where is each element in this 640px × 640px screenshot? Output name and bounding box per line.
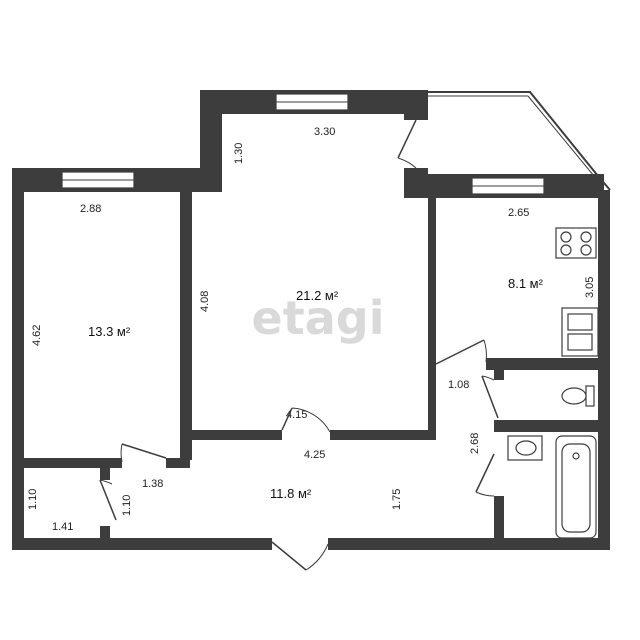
dim-closet-depth-side: 1.10 bbox=[121, 495, 133, 516]
area-labels: 21.2 м² 13.3 м² 8.1 м² 11.8 м² bbox=[88, 276, 544, 501]
toilet-bottom-wall bbox=[494, 420, 610, 432]
closet-wall-top bbox=[100, 460, 110, 480]
hall-area-label: 11.8 м² bbox=[270, 486, 312, 501]
balcony-outline bbox=[428, 91, 611, 191]
dim-living-upper-depth: 1.30 bbox=[233, 143, 245, 164]
toilet-icon bbox=[585, 385, 595, 407]
bath-left-wall bbox=[494, 496, 504, 546]
living-area-label: 21.2 м² bbox=[296, 288, 339, 303]
outer-wall-left bbox=[12, 168, 24, 550]
dim-living-length: 4.08 bbox=[199, 291, 211, 312]
hall-right-partition bbox=[430, 370, 436, 440]
dim-living-top-width: 3.30 bbox=[314, 126, 335, 138]
bedroom-bottom-wall-right bbox=[166, 458, 190, 468]
dimension-labels: 2.88 4.62 3.30 1.30 4.08 4.15 2.65 3.05 … bbox=[27, 126, 596, 533]
dim-bedroom-length: 4.62 bbox=[31, 325, 43, 346]
balcony bbox=[428, 91, 611, 191]
closet-wall-bottom bbox=[100, 526, 110, 542]
dim-toilet-width: 1.08 bbox=[448, 379, 469, 391]
partition-living-kitchen bbox=[428, 198, 436, 438]
bedroom-door bbox=[121, 443, 167, 459]
watermark-logo: etagi bbox=[252, 291, 385, 345]
dim-kitchen-width: 2.65 bbox=[508, 207, 529, 219]
living-upper-left-wall bbox=[200, 90, 222, 192]
dim-closet-width: 1.41 bbox=[52, 521, 73, 533]
living-right-wall-top bbox=[404, 90, 428, 120]
dim-living-width: 4.15 bbox=[286, 409, 307, 421]
dim-closet-depth: 1.10 bbox=[27, 489, 39, 510]
closet-door bbox=[99, 479, 117, 521]
dim-kitchen-length: 3.05 bbox=[584, 277, 596, 298]
living-bottom-wall-right bbox=[330, 430, 436, 440]
toilet-left-wall-stub bbox=[494, 370, 504, 380]
toilet-door bbox=[481, 375, 499, 419]
doors bbox=[99, 119, 499, 571]
fixtures bbox=[507, 227, 599, 539]
windows bbox=[61, 93, 545, 195]
dim-hall-width: 4.25 bbox=[304, 449, 325, 461]
kitchen-bottom-wall bbox=[486, 358, 610, 370]
kitchen-door bbox=[435, 339, 485, 365]
balcony-door bbox=[397, 119, 417, 159]
bedroom-area-label: 13.3 м² bbox=[88, 324, 131, 339]
entrance-opening bbox=[272, 537, 328, 551]
dim-hall-left-width: 1.38 bbox=[142, 478, 163, 490]
dim-hall-depth: 1.75 bbox=[391, 489, 403, 510]
dim-bedroom-width: 2.88 bbox=[80, 203, 101, 215]
kitchen-area-label: 8.1 м² bbox=[508, 276, 544, 291]
dim-bath-length: 2.68 bbox=[469, 433, 481, 454]
partition-bedroom-living bbox=[180, 190, 192, 460]
bath-door bbox=[475, 453, 495, 493]
living-bottom-wall-left bbox=[190, 430, 282, 440]
living-door bbox=[281, 407, 293, 431]
bedroom-bottom-wall bbox=[12, 458, 122, 468]
entrance-door bbox=[271, 541, 307, 571]
